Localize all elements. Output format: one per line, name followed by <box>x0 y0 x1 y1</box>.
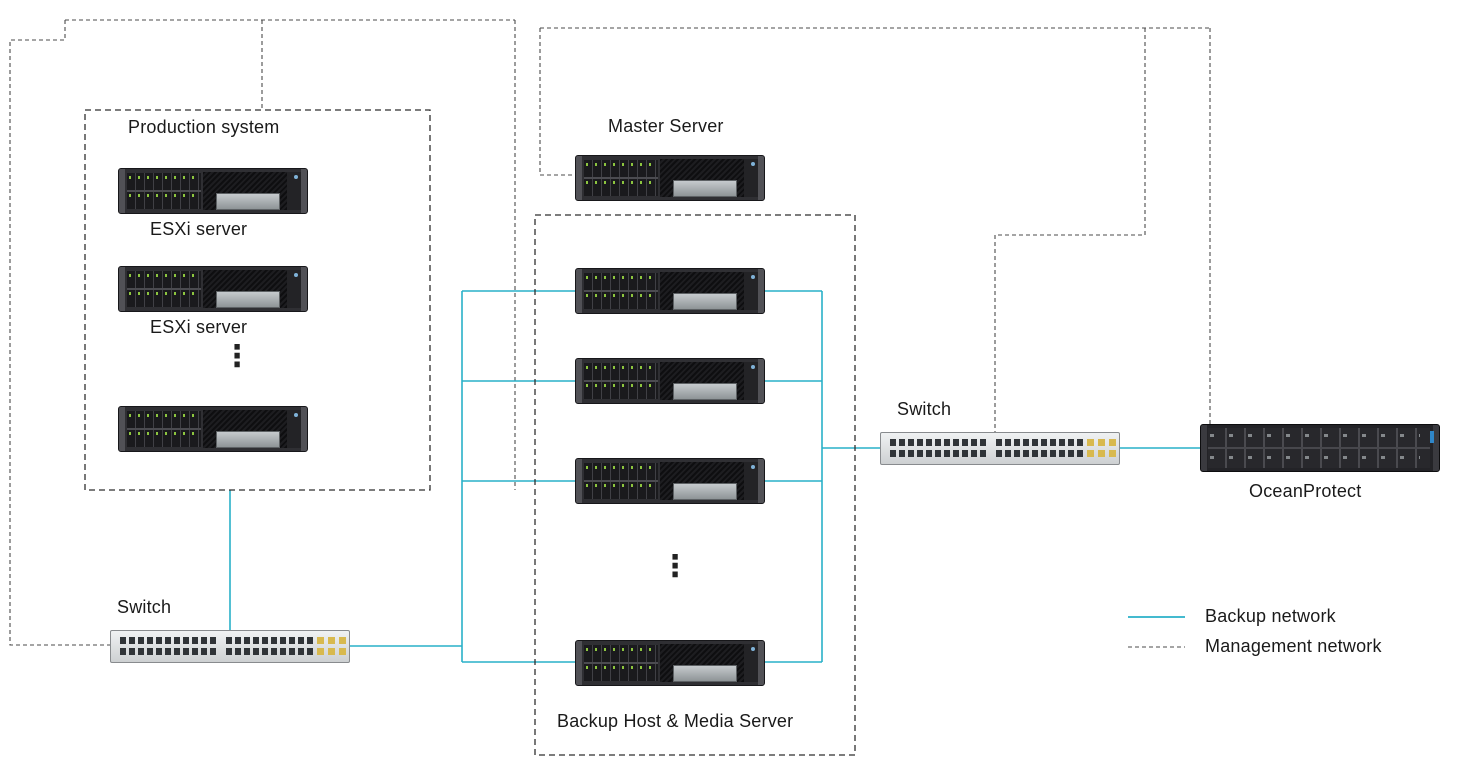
master-server-label: Master Server <box>608 116 724 136</box>
management-network-lines <box>9 19 1211 646</box>
right-switch-image <box>880 432 1120 465</box>
oceanprotect-label: OceanProtect <box>1249 481 1362 501</box>
mgmt-drop-master-server <box>539 28 575 176</box>
backup-media-server-4-image <box>575 640 765 686</box>
production-esxi-server-2-image <box>118 266 308 312</box>
backup-host-media-box <box>534 214 856 756</box>
production-esxi-server-1-image <box>118 168 308 214</box>
production-ellipsis: ⋮ <box>222 339 252 374</box>
oceanprotect-storage-image <box>1200 424 1440 472</box>
esxi-server-2-label: ESXi server <box>150 317 248 337</box>
right-switch-label: Switch <box>897 399 952 419</box>
production-server-3-image <box>118 406 308 452</box>
legend-management-network-label: Management network <box>1205 636 1382 656</box>
esxi-server-1-label: ESXi server <box>150 219 248 239</box>
mgmt-drop-right-switch <box>994 28 1146 432</box>
backup-network-lines <box>229 290 1200 663</box>
group-boundary-boxes <box>84 109 856 756</box>
backup-media-server-1-image <box>575 268 765 314</box>
legend-backup-network-label: Backup network <box>1205 606 1336 626</box>
master-server-image <box>575 155 765 201</box>
production-system-box <box>84 109 431 491</box>
left-switch-label: Switch <box>117 597 172 617</box>
mgmt-left-riser-to-switch <box>9 20 110 646</box>
production-system-title: Production system <box>128 117 280 137</box>
backup-media-server-2-image <box>575 358 765 404</box>
backup-host-media-label: Backup Host & Media Server <box>557 711 794 731</box>
legend-line-samples <box>1128 616 1185 648</box>
backup-ellipsis: ⋮ <box>660 549 690 584</box>
left-switch-image <box>110 630 350 663</box>
backup-media-server-3-image <box>575 458 765 504</box>
